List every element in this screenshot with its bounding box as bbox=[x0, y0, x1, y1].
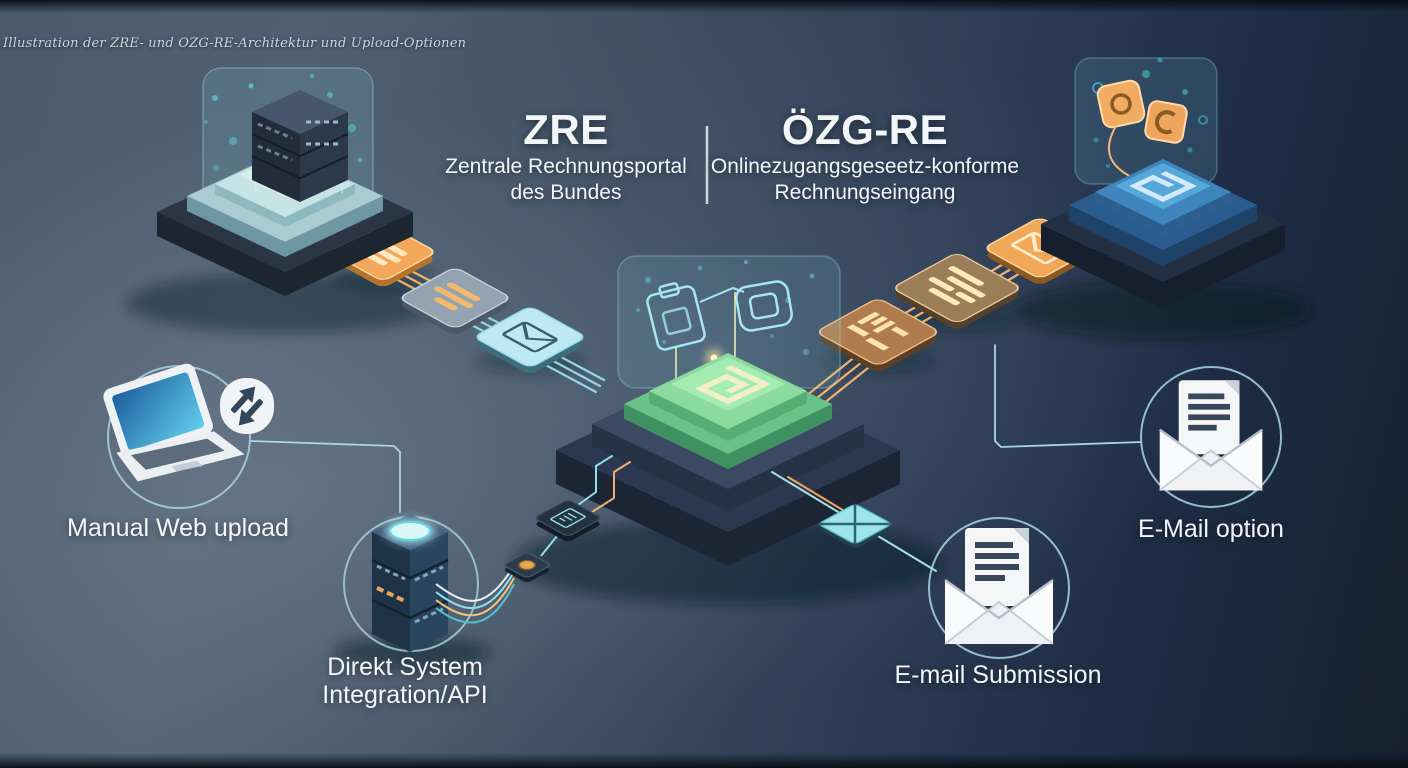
hologram-particles bbox=[1092, 57, 1208, 168]
direct-api-label-line2: Integration/API bbox=[322, 681, 488, 709]
ozgre-heading: ÖZG-RE Onlinezugangsgeseetz-konforme Rec… bbox=[705, 106, 1025, 204]
manual-upload-circle bbox=[103, 363, 274, 509]
platform-top-left bbox=[157, 67, 413, 296]
platform-center bbox=[556, 255, 900, 566]
server-tower-icon bbox=[371, 514, 515, 652]
zre-subtitle-line1: Zentrale Rechnungsportal bbox=[445, 155, 687, 179]
option-connector-lines bbox=[250, 344, 1142, 572]
illustration-caption: Illustration der ZRE- und OZG-RE-Archite… bbox=[3, 36, 467, 51]
connector-tile-gray bbox=[401, 268, 509, 334]
document-node-2 bbox=[895, 253, 1019, 329]
ozgre-subtitle-line1: Onlinezugangsgeseetz-konforme bbox=[710, 155, 1020, 179]
open-envelope-document-icon bbox=[943, 526, 1055, 646]
platform-top-right bbox=[1041, 57, 1285, 308]
api-node-tile bbox=[504, 535, 558, 583]
zre-title: ZRE bbox=[523, 106, 609, 153]
ozgre-subtitle-line2: Rechnungseingang bbox=[774, 180, 956, 204]
api-wires bbox=[435, 565, 515, 624]
laptop-icon bbox=[103, 363, 245, 482]
direct-api-circle bbox=[343, 500, 601, 652]
hologram-orange-icons bbox=[1096, 79, 1188, 182]
direct-api-label: Direkt System Integration/API bbox=[285, 653, 525, 709]
zre-heading: ZRE Zentrale Rechnungsportal des Bundes bbox=[421, 106, 711, 204]
email-submission-label: E-mail Submission bbox=[894, 661, 1102, 689]
manual-web-upload-label: Manual Web upload bbox=[67, 514, 289, 542]
server-cube-icon bbox=[251, 90, 349, 202]
transfer-arrows-icon bbox=[220, 378, 274, 434]
connector-tile-envelope bbox=[476, 307, 584, 373]
zre-subtitle-line2: des Bundes bbox=[510, 180, 622, 204]
open-envelope-document-icon bbox=[1158, 379, 1264, 492]
envelope-tile bbox=[818, 504, 892, 548]
email-option-circle bbox=[1140, 366, 1282, 508]
document-tile bbox=[535, 500, 601, 542]
email-option-label: E-Mail option bbox=[1138, 515, 1284, 543]
direct-api-label-line1: Direkt System bbox=[327, 653, 483, 681]
email-submission-circle bbox=[928, 517, 1070, 659]
ozgre-title: ÖZG-RE bbox=[781, 106, 949, 153]
document-node-1 bbox=[818, 299, 938, 371]
